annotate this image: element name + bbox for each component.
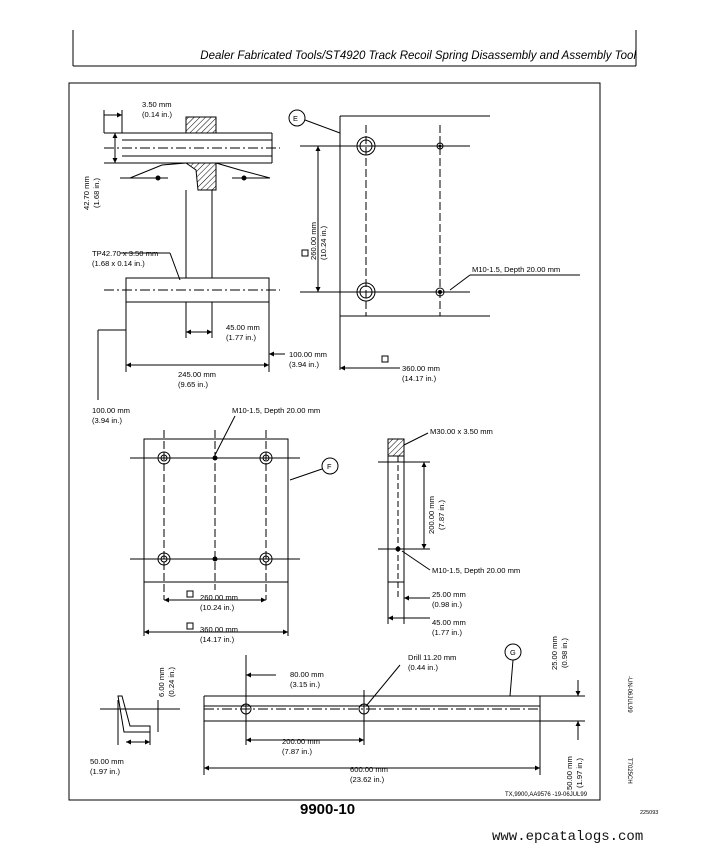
callout-g: G — [510, 648, 516, 657]
g-height1-in: (0.98 in.) — [560, 638, 569, 668]
plate-offset-in: (1.77 in.) — [226, 333, 256, 342]
plate-height-mm: 100.00 mm — [92, 406, 130, 415]
f-side-spacing-in: (7.87 in.) — [437, 500, 446, 530]
plate-thick-mm: 100.00 mm — [289, 350, 327, 359]
reference-code: TX,9900,AA9576 -19-06JUL99 — [505, 792, 588, 798]
page-title: Dealer Fabricated Tools/ST4920 Track Rec… — [200, 50, 636, 62]
f-side-thread2: M10-1.5, Depth 20.00 mm — [432, 566, 520, 575]
g-hole-offset-in: (3.15 in.) — [290, 680, 320, 689]
tube-plate-view — [97, 110, 285, 400]
g-drill-mm: Drill 11.20 mm — [408, 653, 456, 662]
g-thick-in: (0.24 in.) — [167, 667, 176, 697]
f-side-spacing-mm: 200.00 mm — [427, 496, 436, 534]
g-leg-in: (1.97 in.) — [90, 767, 120, 776]
f-spacing-in: (10.24 in.) — [200, 603, 235, 612]
f-side-w1-in: (0.98 in.) — [432, 600, 462, 609]
plate-thick-in: (3.94 in.) — [289, 360, 319, 369]
f-side-thread: M30.00 x 3.50 mm — [430, 427, 493, 436]
g-thick-mm: 6.00 mm — [157, 667, 166, 697]
f-thread: M10-1.5, Depth 20.00 mm — [232, 406, 320, 415]
page-number: 9900-10 — [300, 801, 356, 818]
part-g-view — [100, 643, 585, 775]
g-length-mm: 600.00 mm — [350, 765, 388, 774]
e-length-mm: 360.00 mm — [402, 364, 440, 373]
g-hole-offset-mm: 80.00 mm — [290, 670, 324, 679]
tube-dia-mm: 42.70 mm — [82, 176, 91, 210]
plate-width-mm: 245.00 mm — [178, 370, 216, 379]
g-length-in: (23.62 in.) — [350, 775, 385, 784]
e-thread: M10-1.5, Depth 20.00 mm — [472, 265, 560, 274]
f-side-w2-mm: 45.00 mm — [432, 618, 466, 627]
tube-wall-mm: 3.50 mm — [142, 100, 172, 109]
part-e-view — [288, 109, 580, 371]
g-height2-mm: 50.00 mm — [565, 756, 574, 790]
f-side-w2-in: (1.77 in.) — [432, 628, 462, 637]
e-hole-spacing-in: (10.24 in.) — [319, 225, 328, 260]
part-f-view — [130, 415, 339, 636]
page-frame — [68, 30, 637, 801]
side-code-a: T7025CH — [626, 758, 632, 784]
e-hole-spacing-mm: 260.00 mm — [309, 222, 318, 260]
f-side-w1-mm: 25.00 mm — [432, 590, 466, 599]
plate-offset-mm: 45.00 mm — [226, 323, 260, 332]
tp-in: (1.68 x 0.14 in.) — [92, 259, 145, 268]
g-spacing-mm: 200.00 mm — [282, 737, 320, 746]
plate-width-in: (9.65 in.) — [178, 380, 208, 389]
callout-f: F — [327, 462, 332, 471]
g-spacing-in: (7.87 in.) — [282, 747, 312, 756]
tube-wall-in: (0.14 in.) — [142, 110, 172, 119]
g-leg-mm: 50.00 mm — [90, 757, 124, 766]
e-length-in: (14.17 in.) — [402, 374, 437, 383]
tube-dia-in: (1.68 in.) — [92, 178, 101, 208]
f-length-mm: 360.00 mm — [200, 625, 238, 634]
g-height1-mm: 25.00 mm — [550, 636, 559, 670]
callout-e: E — [293, 114, 298, 123]
part-f-side-view — [378, 432, 431, 624]
f-length-in: (14.17 in.) — [200, 635, 235, 644]
id-code: 225093 — [640, 810, 659, 816]
f-spacing-mm: 260.00 mm — [200, 593, 238, 602]
g-height2-in: (1.97 in.) — [575, 758, 584, 788]
side-code-b: -UN-06JUL99 — [626, 676, 632, 713]
tp-mm: TP42.70 x 3.50 mm — [92, 249, 158, 258]
plate-height-in: (3.94 in.) — [92, 416, 122, 425]
g-drill-in: (0.44 in.) — [408, 663, 438, 672]
watermark-link[interactable]: www.epcatalogs.com — [492, 829, 644, 845]
